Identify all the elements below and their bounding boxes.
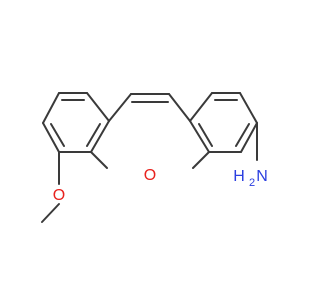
structure-diagram: O O H 2 N xyxy=(41,92,268,223)
bond-double-inner xyxy=(198,123,213,147)
bond xyxy=(239,92,258,124)
bond xyxy=(42,122,60,153)
bond-double-inner xyxy=(50,123,65,147)
molecule-canvas: O O H 2 N xyxy=(41,92,268,223)
atom-labels: O O H 2 N xyxy=(53,167,268,204)
bond xyxy=(168,93,191,122)
amine-n-label: N xyxy=(256,168,268,185)
bond xyxy=(90,120,110,153)
methoxy-oxygen-label: O xyxy=(53,187,65,204)
bond xyxy=(86,92,110,122)
bond xyxy=(192,151,210,169)
bonds xyxy=(41,92,258,223)
bond xyxy=(41,203,60,223)
bond xyxy=(42,92,60,124)
amine-h-label: H xyxy=(233,168,245,185)
bond xyxy=(240,122,258,153)
ring-oxygen-label: O xyxy=(144,167,156,184)
bond xyxy=(189,92,213,122)
amine-h-count-label: 2 xyxy=(249,177,255,189)
bond xyxy=(90,151,108,169)
bond xyxy=(189,120,210,153)
bond-double-inner xyxy=(235,123,250,147)
bond-double-inner xyxy=(86,123,101,147)
bond xyxy=(108,93,132,122)
